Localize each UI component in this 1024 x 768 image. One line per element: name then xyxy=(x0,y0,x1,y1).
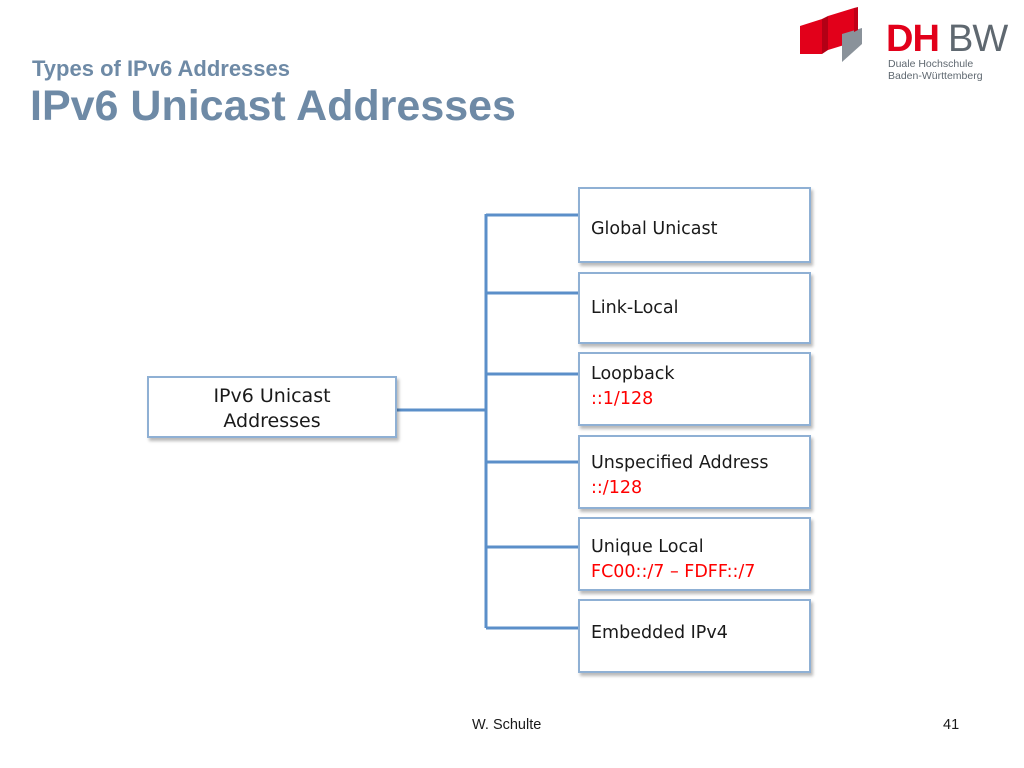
child-node-link-local: Link-Local xyxy=(578,272,811,344)
child-node-global-unicast: Global Unicast xyxy=(578,187,811,263)
child-node-label: Unspecified Address xyxy=(591,453,769,473)
logo-text-dh: DH xyxy=(886,18,940,60)
child-node-label: Loopback xyxy=(591,364,675,384)
root-node-line2: Addresses xyxy=(223,410,321,432)
child-node-embedded-ipv4: Embedded IPv4 xyxy=(578,599,811,673)
child-node-label: Link-Local xyxy=(591,298,679,318)
dhbw-logo: DH BW Duale Hochschule Baden-Württemberg xyxy=(798,4,1018,84)
logo-subtitle-line1: Duale Hochschule xyxy=(888,58,974,70)
child-node-address: ::/128 xyxy=(591,478,643,498)
child-node-label: Global Unicast xyxy=(591,219,718,239)
slide-subtitle: Types of IPv6 Addresses xyxy=(32,56,290,81)
dhbw-logo-mark-icon xyxy=(800,7,862,62)
slide-title: IPv6 Unicast Addresses xyxy=(30,82,516,130)
logo-text-bw: BW xyxy=(948,18,1008,60)
root-node: IPv6 Unicast Addresses xyxy=(147,376,397,438)
child-node-unique-local: Unique Local FC00::/7 – FDFF::/7 xyxy=(578,517,811,591)
child-node-loopback: Loopback ::1/128 xyxy=(578,352,811,426)
footer-author: W. Schulte xyxy=(472,717,542,733)
root-node-line1: IPv6 Unicast xyxy=(213,385,331,407)
child-node-label: Unique Local xyxy=(591,537,704,557)
page-number: 41 xyxy=(943,717,960,733)
child-node-unspecified-address: Unspecified Address ::/128 xyxy=(578,435,811,509)
child-node-address: ::1/128 xyxy=(591,389,654,409)
child-node-label: Embedded IPv4 xyxy=(591,623,728,643)
child-node-address: FC00::/7 – FDFF::/7 xyxy=(591,562,756,582)
logo-subtitle-line2: Baden-Württemberg xyxy=(888,70,983,82)
